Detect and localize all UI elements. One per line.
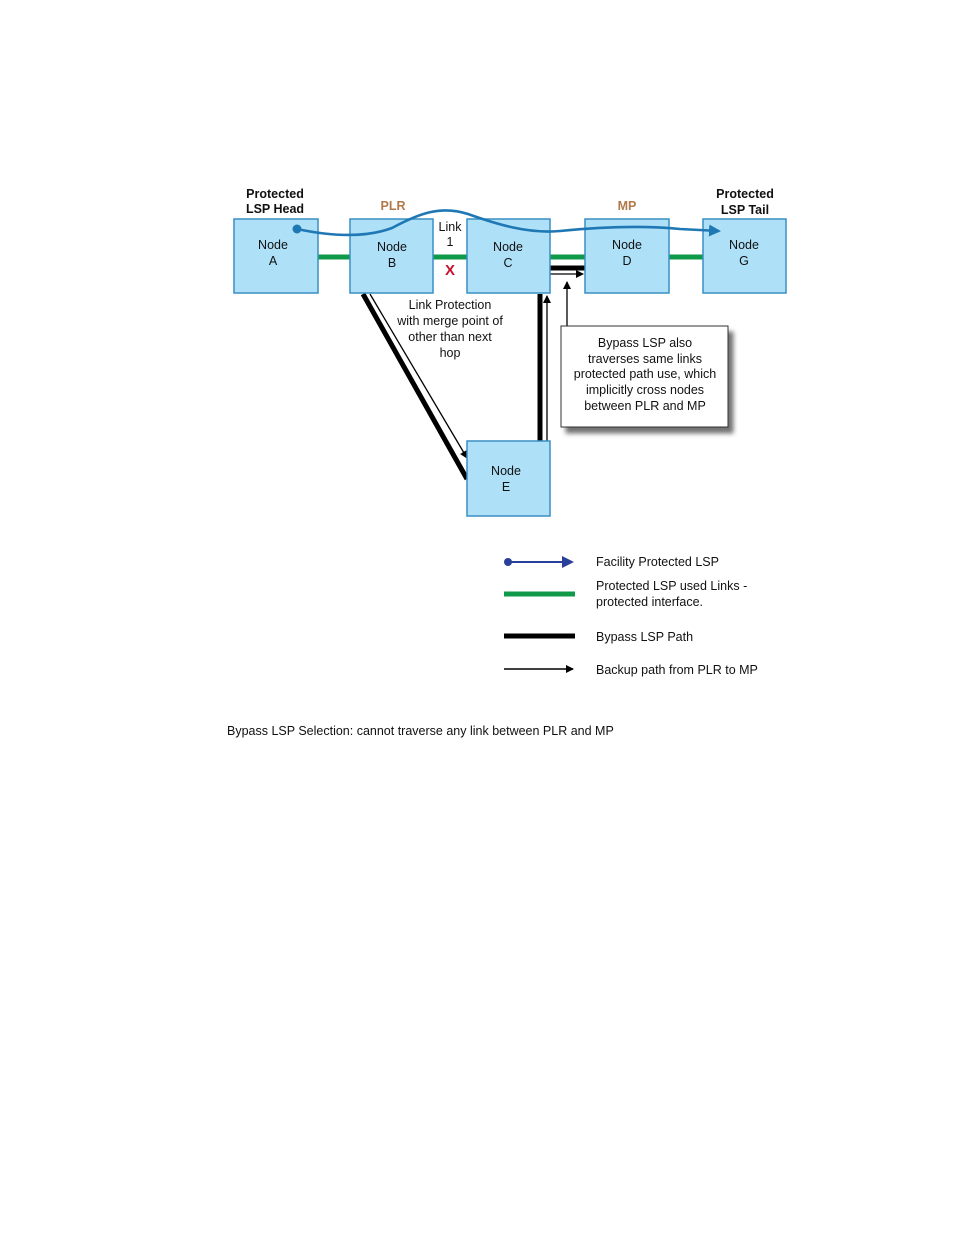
link-label-line1: Link bbox=[439, 220, 463, 234]
backup-path bbox=[369, 270, 584, 459]
legend-facility-protected-label: Facility Protected LSP bbox=[596, 555, 719, 569]
callout-line: Bypass LSP also bbox=[598, 336, 692, 350]
bypass-callout: Bypass LSP also traverses same links pro… bbox=[560, 281, 729, 428]
legend-protected-links-label-2: protected interface. bbox=[596, 595, 703, 609]
head-label-line2: LSP Head bbox=[246, 202, 304, 216]
node-b: Node B bbox=[349, 218, 434, 294]
backup-arrow-b-e bbox=[369, 293, 468, 459]
node-d-label: Node bbox=[612, 238, 642, 252]
node-c-id: C bbox=[503, 256, 512, 270]
callout-box bbox=[560, 325, 729, 428]
link-protection-note: Link Protection with merge point of othe… bbox=[396, 298, 503, 360]
callout-line: implicitly cross nodes bbox=[586, 383, 704, 397]
link-protection-line: with merge point of bbox=[396, 314, 503, 328]
node-a-id: A bbox=[269, 254, 278, 268]
bypass-lsp-path bbox=[360, 265, 585, 481]
bypass-segment-b-e bbox=[360, 292, 470, 481]
link-failure-mark: X bbox=[445, 262, 455, 279]
legend-backup-path: Backup path from PLR to MP bbox=[504, 663, 758, 677]
node-e: Node E bbox=[466, 440, 551, 517]
node-g-label: Node bbox=[729, 238, 759, 252]
node-c-label: Node bbox=[493, 240, 523, 254]
plr-label: PLR bbox=[381, 199, 406, 213]
legend: Facility Protected LSP Protected LSP use… bbox=[504, 555, 758, 677]
link-protection-line: other than next bbox=[408, 330, 492, 344]
legend-protected-links: Protected LSP used Links - protected int… bbox=[504, 579, 747, 609]
node-d: Node D bbox=[584, 218, 670, 294]
legend-facility-protected: Facility Protected LSP bbox=[504, 555, 719, 569]
lsp-curve bbox=[296, 209, 721, 237]
node-e-id: E bbox=[502, 480, 510, 494]
node-b-id: B bbox=[388, 256, 396, 270]
link-protection-line: hop bbox=[440, 346, 461, 360]
head-label-line1: Protected bbox=[246, 187, 304, 201]
tail-label-line2: LSP Tail bbox=[721, 203, 769, 217]
legend-backup-label: Backup path from PLR to MP bbox=[596, 663, 758, 677]
node-g-id: G bbox=[739, 254, 749, 268]
legend-bypass-label: Bypass LSP Path bbox=[596, 630, 693, 644]
callout-line: traverses same links bbox=[588, 352, 702, 366]
facility-protected-lsp bbox=[292, 209, 721, 237]
legend-bypass-path: Bypass LSP Path bbox=[504, 630, 693, 644]
node-d-id: D bbox=[622, 254, 631, 268]
link-protection-line: Link Protection bbox=[409, 298, 492, 312]
callout-line: between PLR and MP bbox=[584, 399, 706, 413]
legend-protected-links-label: Protected LSP used Links - bbox=[596, 579, 747, 593]
mp-label: MP bbox=[618, 199, 637, 213]
node-e-label: Node bbox=[491, 464, 521, 478]
link-label-line2: 1 bbox=[447, 235, 454, 249]
figure-caption: Bypass LSP Selection: cannot traverse an… bbox=[227, 724, 614, 738]
callout-line: protected path use, which bbox=[574, 367, 716, 381]
node-a-label: Node bbox=[258, 238, 288, 252]
node-b-label: Node bbox=[377, 240, 407, 254]
tail-label-line1: Protected bbox=[716, 187, 774, 201]
